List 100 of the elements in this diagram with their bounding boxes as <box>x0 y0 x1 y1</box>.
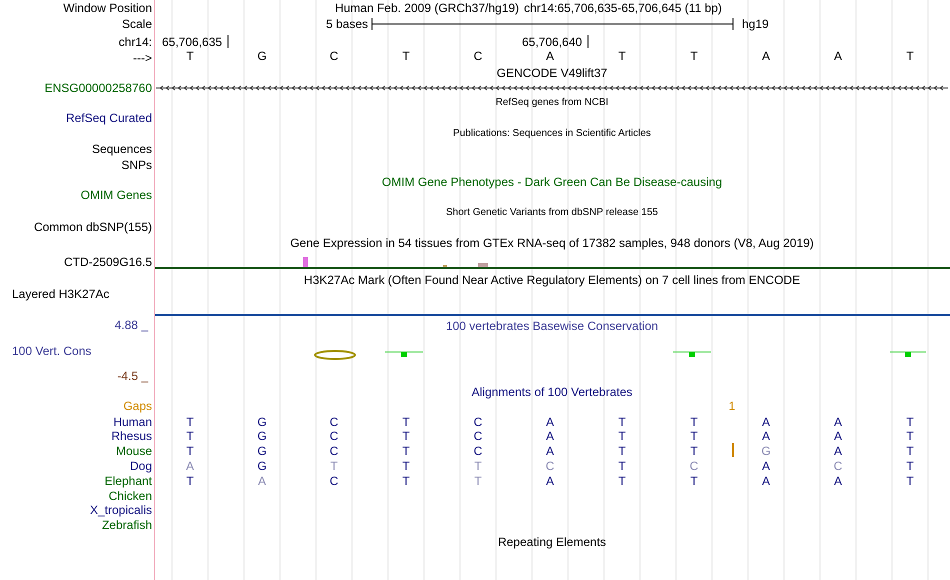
base-letter: T <box>618 459 626 473</box>
base-letter: C <box>330 474 338 488</box>
base-letter: A <box>186 459 194 473</box>
base-letter: G <box>257 429 267 443</box>
base-letter: A <box>762 459 770 473</box>
base-letter: A <box>546 474 554 488</box>
track-title: Repeating Elements <box>498 535 606 549</box>
base-letter: T <box>618 415 626 429</box>
base-letter: A <box>258 474 266 488</box>
track-title: GENCODE V49lift37 <box>496 66 608 80</box>
base-letter: T <box>906 49 914 63</box>
track-title: 100 vertebrates Basewise Conservation <box>446 319 658 333</box>
base-letter: T <box>690 49 698 63</box>
base-letter: A <box>834 415 842 429</box>
base-letter: A <box>546 444 554 458</box>
base-letter: G <box>761 444 771 458</box>
base-letter: G <box>257 444 267 458</box>
base-letter: T <box>906 444 914 458</box>
base-letter: C <box>330 415 338 429</box>
species-label: Elephant <box>104 474 152 488</box>
base-letter: T <box>906 429 914 443</box>
base-letter: T <box>690 444 698 458</box>
base-letter: T <box>402 474 410 488</box>
track-label: Layered H3K27Ac <box>12 287 110 301</box>
base-letter: G <box>257 459 267 473</box>
base-letter: T <box>906 415 914 429</box>
track-title: RefSeq genes from NCBI <box>496 96 608 110</box>
base-letter: A <box>546 49 554 63</box>
track-label: chr14: <box>118 35 152 49</box>
track-title: Gene Expression in 54 tissues from GTEx RNA-seq of 17382 samples, 948 donors (V8, Aug 2019) <box>290 236 814 250</box>
position-label: 65,706,635 <box>162 35 222 49</box>
base-letter: T <box>618 444 626 458</box>
base-letter: T <box>186 429 194 443</box>
track-label: Window Position <box>63 1 152 15</box>
base-letter: T <box>690 474 698 488</box>
base-letter: T <box>618 474 626 488</box>
base-letter: C <box>474 415 482 429</box>
track-label: Gaps <box>123 399 152 413</box>
base-letter: T <box>330 459 338 473</box>
base-letter: G <box>257 415 267 429</box>
base-letter: T <box>186 474 194 488</box>
track-label: Common dbSNP(155) <box>34 220 152 234</box>
axis-value: 4.88 _ <box>114 318 148 332</box>
base-letter: A <box>762 49 770 63</box>
assembly-label: Human Feb. 2009 (GRCh37/hg19) <box>334 1 520 15</box>
species-label: Dog <box>130 459 152 473</box>
base-letter: A <box>762 474 770 488</box>
base-letter: C <box>330 49 338 63</box>
base-letter: T <box>690 415 698 429</box>
base-letter: T <box>186 49 194 63</box>
base-letter: T <box>186 415 194 429</box>
gap-count: 1 <box>728 399 736 413</box>
base-letter: T <box>690 429 698 443</box>
track-label: ENSG00000258760 <box>44 81 152 95</box>
base-letter: A <box>834 429 842 443</box>
species-label: X_tropicalis <box>90 503 152 517</box>
track-label: Sequences <box>92 142 152 156</box>
base-letter: A <box>546 415 554 429</box>
base-letter: G <box>257 49 267 63</box>
track-title: H3K27Ac Mark (Often Found Near Active Regulatory Elements) on 7 cell lines from ENCODE <box>304 273 800 287</box>
base-letter: C <box>330 444 338 458</box>
track-label: Scale <box>122 17 152 31</box>
position-label: 65,706,640 <box>522 35 582 49</box>
base-letter: A <box>762 429 770 443</box>
base-letter: T <box>618 429 626 443</box>
base-letter: C <box>474 429 482 443</box>
axis-value: -4.5 _ <box>117 369 148 383</box>
species-label: Mouse <box>116 444 152 458</box>
base-letter: C <box>834 459 842 473</box>
track-label: OMIM Genes <box>80 188 152 202</box>
base-letter: C <box>690 459 698 473</box>
species-label: Human <box>113 415 152 429</box>
species-label: Rhesus <box>111 429 152 443</box>
base-letter: T <box>402 429 410 443</box>
species-label: Zebrafish <box>102 518 152 532</box>
base-letter: T <box>618 49 626 63</box>
base-letter: T <box>402 415 410 429</box>
track-label: CTD-2509G16.5 <box>64 255 152 269</box>
base-letter: C <box>330 429 338 443</box>
base-letter: T <box>474 474 482 488</box>
base-letter: C <box>474 444 482 458</box>
assembly-label: hg19 <box>742 17 769 31</box>
base-letter: T <box>906 474 914 488</box>
track-label: 100 Vert. Cons <box>12 344 92 358</box>
scale-label: 5 bases <box>326 17 368 31</box>
base-letter: A <box>834 474 842 488</box>
base-letter: T <box>186 444 194 458</box>
base-letter: T <box>906 459 914 473</box>
track-label: RefSeq Curated <box>66 111 152 125</box>
base-letter: T <box>402 459 410 473</box>
position-label: chr14:65,706,635-65,706,645 (11 bp) <box>524 1 722 15</box>
base-letter: A <box>546 429 554 443</box>
base-letter: A <box>834 49 842 63</box>
base-letter: T <box>402 49 410 63</box>
track-title: Publications: Sequences in Scientific Articles <box>453 127 651 141</box>
base-letter: T <box>402 444 410 458</box>
track-title: Alignments of 100 Vertebrates <box>472 385 632 399</box>
track-title: Short Genetic Variants from dbSNP release 155 <box>446 206 658 220</box>
track-label: SNPs <box>121 158 152 172</box>
base-letter: C <box>546 459 554 473</box>
